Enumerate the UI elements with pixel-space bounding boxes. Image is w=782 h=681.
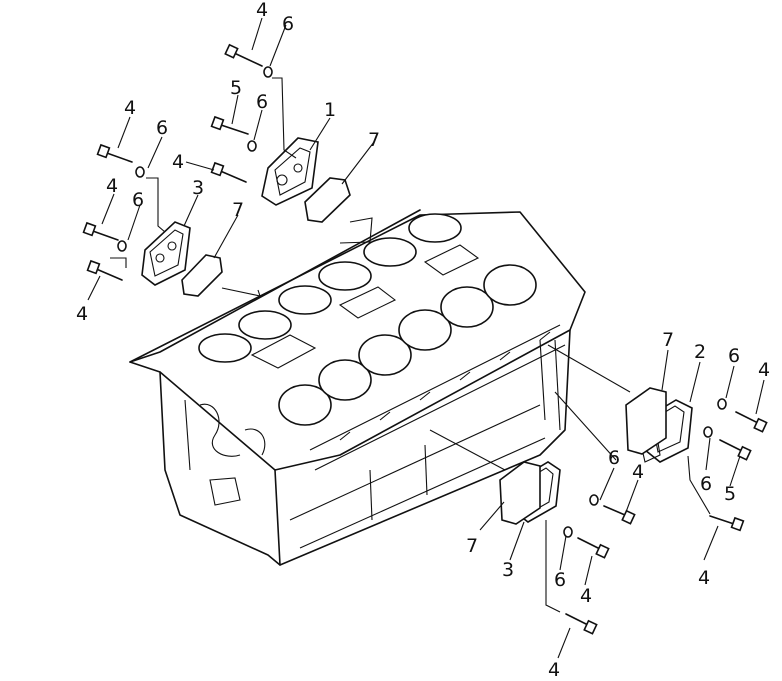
label-4-mid: 4 bbox=[172, 151, 184, 173]
label-4-bottom: 4 bbox=[580, 585, 592, 607]
label-7-bottom: 7 bbox=[466, 535, 478, 557]
label-5-right: 5 bbox=[724, 483, 736, 505]
label-6-right-mid: 6 bbox=[700, 473, 712, 495]
label-4-left-mid: 4 bbox=[106, 175, 118, 197]
label-4-right-bottom: 4 bbox=[698, 567, 710, 589]
gasket-7-top bbox=[304, 177, 351, 223]
label-4-left-bottom: 4 bbox=[76, 303, 88, 325]
gasket-7-left bbox=[181, 254, 223, 297]
washers bbox=[117, 66, 727, 538]
gasket-7-bottom bbox=[499, 461, 541, 525]
label-3-bottom: 3 bbox=[502, 559, 514, 581]
bolts bbox=[82, 43, 768, 635]
label-6-top: 6 bbox=[282, 13, 294, 35]
label-4-bottom-low: 4 bbox=[548, 659, 560, 681]
label-4-bottom-right: 4 bbox=[632, 461, 644, 483]
label-5-top: 5 bbox=[230, 77, 242, 99]
gasket-7-right bbox=[625, 387, 667, 455]
label-4-top: 4 bbox=[256, 0, 268, 21]
cover-1 bbox=[261, 137, 319, 206]
label-7-left: 7 bbox=[232, 199, 244, 221]
cover-3-left bbox=[141, 221, 191, 286]
label-6-right-top: 6 bbox=[728, 345, 740, 367]
label-2: 2 bbox=[694, 341, 706, 363]
label-4-right-top: 4 bbox=[758, 359, 770, 381]
label-6-left-mid: 6 bbox=[132, 189, 144, 211]
label-6-mid: 6 bbox=[256, 91, 268, 113]
label-7-top: 7 bbox=[368, 129, 380, 151]
label-6-left-top: 6 bbox=[156, 117, 168, 139]
label-4-left-top: 4 bbox=[124, 97, 136, 119]
label-3-left: 3 bbox=[192, 177, 204, 199]
label-1: 1 bbox=[324, 99, 336, 121]
label-6-bottom-right: 6 bbox=[608, 447, 620, 469]
label-6-bottom: 6 bbox=[554, 569, 566, 591]
label-7-right: 7 bbox=[662, 329, 674, 351]
leader-lines bbox=[87, 17, 765, 659]
engine-block bbox=[129, 209, 586, 566]
callout-labels: 4 6 5 6 1 4 7 4 6 4 6 3 7 4 7 2 6 4 6 5 … bbox=[76, 0, 770, 681]
